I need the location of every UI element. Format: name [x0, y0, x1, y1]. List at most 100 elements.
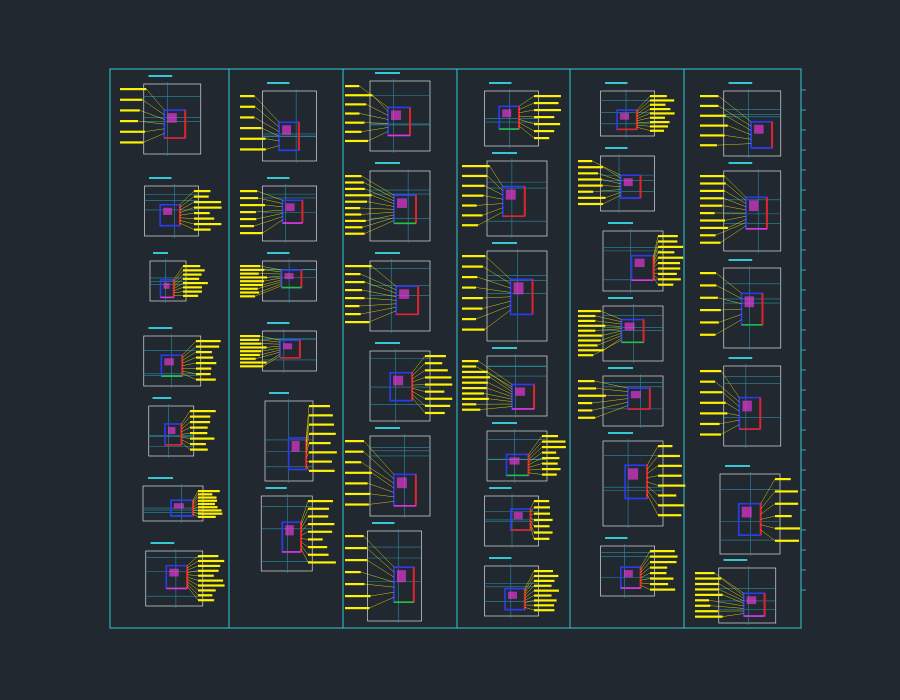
callout-leader	[518, 122, 535, 132]
callout-leader	[530, 500, 535, 510]
callout-text-line	[700, 104, 719, 108]
callout-leader	[718, 105, 752, 127]
detail-outline	[602, 440, 664, 527]
callout-leader	[181, 436, 191, 439]
callout-text-line	[309, 469, 335, 472]
callout-leader	[182, 370, 197, 375]
callout-text-line	[240, 211, 256, 214]
callout-leader	[255, 106, 280, 128]
callout-leader	[361, 175, 395, 196]
detail-drawing	[578, 297, 664, 363]
callout-leader	[143, 133, 165, 143]
callout-text-line	[462, 360, 479, 363]
callout-text-line	[240, 197, 259, 200]
callout-leader	[266, 345, 281, 348]
callout-leader	[363, 440, 394, 475]
callout-leader	[475, 287, 511, 293]
callout-leader	[258, 197, 283, 204]
callout-text-line	[700, 391, 723, 394]
callout-text-line	[196, 378, 216, 381]
detail-fill-hatch	[173, 503, 184, 509]
callout-leader	[646, 465, 659, 474]
callout-leader	[602, 330, 622, 336]
callout-text-line	[578, 416, 596, 419]
callout-text-line	[534, 579, 555, 582]
detail-fill-hatch	[628, 468, 639, 480]
detail-fill-hatch	[396, 570, 406, 583]
callout-text-line	[695, 572, 715, 575]
callout-text-line	[198, 502, 216, 506]
callout-leader	[603, 194, 621, 205]
callout-text-line	[700, 182, 726, 185]
callout-text-line	[345, 265, 372, 268]
callout-text-line	[462, 265, 483, 268]
detail-fill-hatch	[163, 207, 173, 215]
callout-leader	[182, 357, 197, 364]
callout-leader	[173, 294, 184, 296]
callout-text-line	[196, 373, 211, 376]
callout-leader	[653, 241, 659, 259]
callout-text-line	[240, 342, 262, 345]
callout-leader	[482, 296, 511, 299]
callout-leader	[636, 95, 651, 111]
detail-fill-hatch	[749, 200, 759, 212]
detail-drawing	[345, 252, 431, 333]
callout-text-line	[700, 241, 721, 244]
detail-outline	[143, 335, 202, 387]
callout-leader	[725, 115, 752, 131]
callout-text-line	[345, 482, 368, 485]
callout-leader	[714, 381, 740, 403]
callout-leader	[359, 85, 389, 108]
callout-text-line	[658, 454, 680, 458]
callout-leader	[528, 435, 543, 455]
callout-leader	[371, 195, 395, 204]
callout-text-line	[345, 207, 361, 210]
callout-leader	[363, 535, 395, 568]
detail-drawing	[143, 327, 221, 388]
callout-leader	[653, 268, 659, 271]
callout-leader	[478, 360, 513, 385]
callout-leader	[306, 415, 310, 442]
callout-leader	[361, 211, 395, 215]
detail-drawing	[695, 559, 777, 625]
detail-fill-hatch	[513, 512, 523, 520]
callout-leader	[653, 275, 659, 280]
callout-text-line	[534, 102, 559, 105]
callout-leader	[640, 578, 651, 581]
callout-leader	[646, 490, 659, 506]
callout-text-line	[345, 547, 367, 550]
callout-leader	[187, 570, 199, 573]
callout-leader	[260, 335, 281, 341]
callout-leader	[484, 309, 511, 330]
detail-fill-hatch	[502, 109, 512, 118]
callout-leader	[487, 382, 513, 395]
callout-leader	[187, 579, 199, 586]
detail-outline	[369, 435, 431, 517]
callout-text-line	[345, 103, 367, 106]
callout-leader	[636, 117, 651, 121]
callout-leader	[300, 548, 309, 563]
callout-leader	[192, 514, 199, 517]
callout-text-line	[240, 280, 265, 283]
callout-leader	[605, 394, 628, 396]
callout-text-line	[120, 141, 144, 144]
callout-leader	[173, 278, 184, 287]
callout-text-line	[578, 184, 603, 187]
callout-text-line	[650, 129, 665, 132]
callout-text-line	[345, 440, 364, 443]
callout-leader	[173, 287, 184, 291]
callout-leader	[179, 196, 195, 208]
callout-text-line	[650, 103, 666, 106]
callout-leader	[715, 319, 742, 335]
callout-leader	[724, 216, 747, 221]
callout-text-line	[240, 218, 257, 221]
callout-leader	[179, 212, 195, 216]
title-block-frame	[109, 68, 802, 629]
callout-leader	[187, 574, 199, 576]
callout-leader	[366, 559, 395, 578]
callout-text-line	[700, 401, 726, 404]
detail-drawing	[700, 162, 782, 253]
callout-leader	[480, 406, 513, 410]
callout-leader	[359, 113, 389, 120]
detail-fill-hatch	[746, 596, 757, 605]
